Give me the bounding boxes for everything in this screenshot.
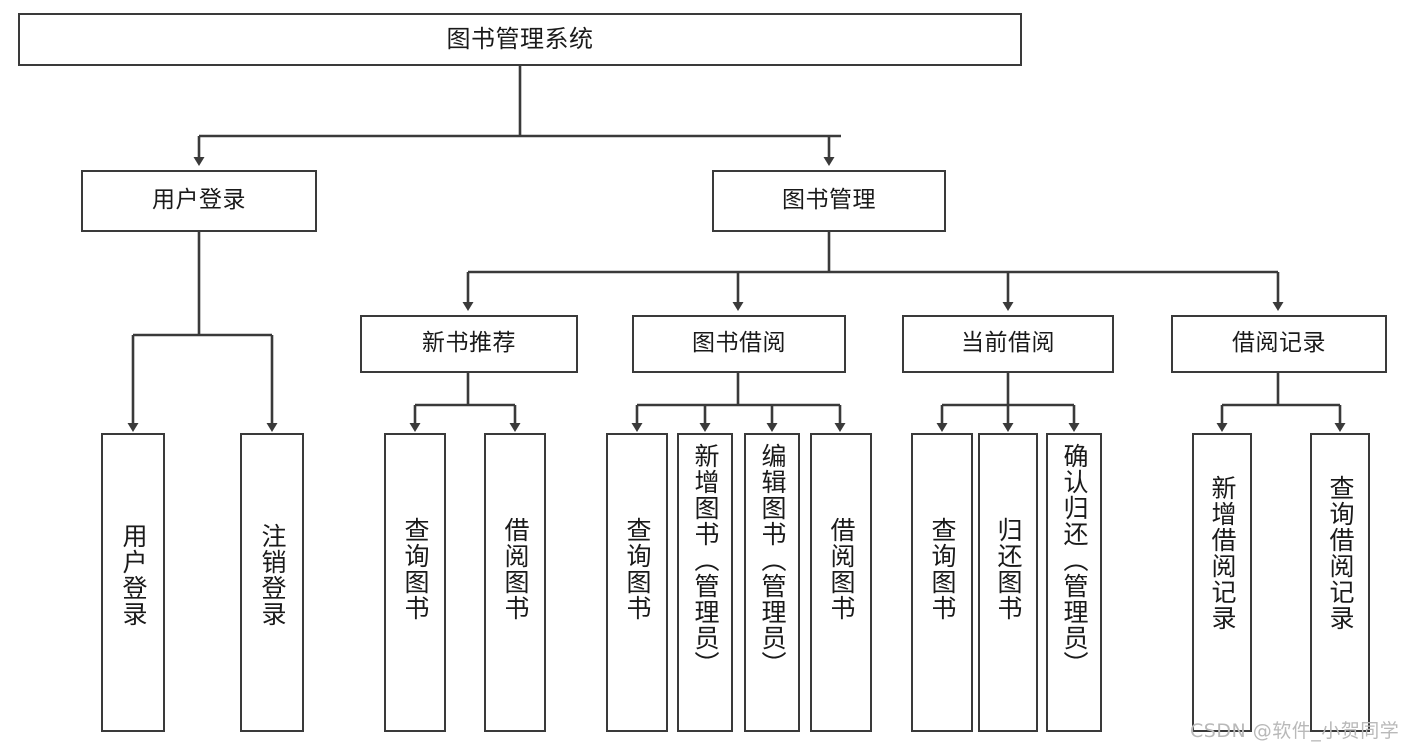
node-root-system[interactable]: 图书管理系统 (18, 13, 1022, 66)
node-label: 图书管理 (782, 187, 876, 214)
node-label: 用户登录 (152, 187, 246, 214)
leaf-add-book-admin[interactable]: 新增图书（管理员） (677, 433, 733, 732)
leaf-query-borrow-record[interactable]: 查询借阅记录 (1310, 433, 1370, 732)
node-label: 借阅图书 (501, 517, 530, 621)
node-label: 归还图书 (994, 517, 1023, 621)
node-book-borrow[interactable]: 图书借阅 (632, 315, 846, 373)
leaf-query-book-current[interactable]: 查询图书 (911, 433, 973, 732)
node-label: 编辑图书（管理员） (758, 443, 787, 677)
node-current-borrow[interactable]: 当前借阅 (902, 315, 1114, 373)
node-label: 查询借阅记录 (1326, 475, 1355, 631)
node-label: 借阅记录 (1232, 330, 1326, 357)
node-label: 借阅图书 (827, 517, 856, 621)
leaf-edit-book-admin[interactable]: 编辑图书（管理员） (744, 433, 800, 732)
leaf-confirm-return-admin[interactable]: 确认归还（管理员） (1046, 433, 1102, 732)
node-label: 新书推荐 (422, 330, 516, 357)
node-label: 查询图书 (623, 517, 652, 621)
leaf-borrow-book-recommend[interactable]: 借阅图书 (484, 433, 546, 732)
node-label: 当前借阅 (961, 330, 1055, 357)
leaf-logout[interactable]: 注销登录 (240, 433, 304, 732)
leaf-return-book[interactable]: 归还图书 (978, 433, 1038, 732)
node-label: 查询图书 (401, 517, 430, 621)
leaf-query-book-borrow[interactable]: 查询图书 (606, 433, 668, 732)
leaf-user-login[interactable]: 用户登录 (101, 433, 165, 732)
node-label: 图书管理系统 (446, 25, 594, 54)
leaf-add-borrow-record[interactable]: 新增借阅记录 (1192, 433, 1252, 732)
node-user-login[interactable]: 用户登录 (81, 170, 317, 232)
node-label: 图书借阅 (692, 330, 786, 357)
watermark-text: CSDN @软件_小贺同学 (1190, 720, 1400, 742)
node-new-book-recommend[interactable]: 新书推荐 (360, 315, 578, 373)
node-label: 用户登录 (119, 523, 148, 627)
node-label: 确认归还（管理员） (1060, 443, 1089, 677)
node-label: 新增借阅记录 (1208, 475, 1237, 631)
node-label: 查询图书 (928, 517, 957, 621)
leaf-query-book-recommend[interactable]: 查询图书 (384, 433, 446, 732)
leaf-borrow-book[interactable]: 借阅图书 (810, 433, 872, 732)
node-label: 注销登录 (258, 523, 287, 627)
node-label: 新增图书（管理员） (691, 443, 720, 677)
node-book-management[interactable]: 图书管理 (712, 170, 946, 232)
node-borrow-record[interactable]: 借阅记录 (1171, 315, 1387, 373)
